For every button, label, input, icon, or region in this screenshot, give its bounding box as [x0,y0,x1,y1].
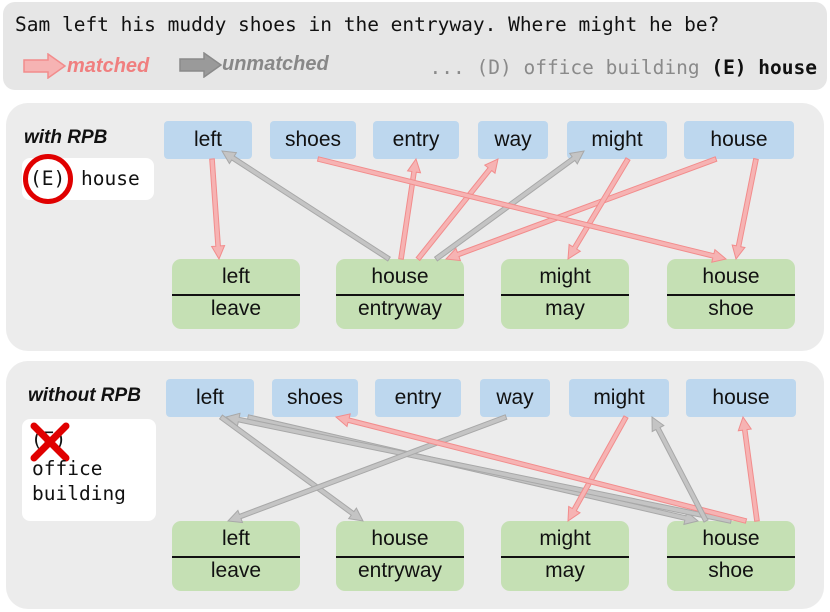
relation-divider [336,294,464,296]
prediction-answer-line1: office [32,457,103,480]
question-text: Sam left his muddy shoes in the entryway… [15,13,720,36]
prediction-answer-line2: building [32,482,126,505]
token-house: house [686,379,796,417]
panel-with-rpb: with RPB (E) house left shoes entry way … [6,103,824,351]
relation-bottom: may [545,559,585,582]
unmatched-link-arrow [218,414,364,522]
panel-title: with RPB [24,127,108,148]
unmatched-link-arrow [226,414,508,524]
answer-option-e: (E) house [711,56,817,79]
matched-link-arrow [209,158,226,261]
legend-unmatched-label: unmatched [222,53,329,75]
token-entry: entry [373,121,459,159]
relation-bottom: leave [210,297,262,320]
relation-top: house [702,527,760,550]
token-might: might [567,121,667,159]
relation-divider [667,294,795,296]
relation-divider [336,556,464,558]
unmatched-link-arrow [221,150,391,262]
relation-might-may: might may [501,521,629,591]
prediction-box: (E) house [22,154,154,204]
relation-bottom: entryway [357,559,443,582]
unmatched-link-arrow [246,414,700,526]
relation-house-shoe: house shoe [667,259,795,329]
relation-top: house [371,527,429,550]
relation-divider [172,556,300,558]
panel-without-rpb: without RPB (E) office building left sho… [6,361,824,609]
relation-bottom: shoe [708,559,754,582]
relation-top: left [221,265,250,288]
matched-legend-arrow-icon [23,53,67,79]
matched-link-arrow [398,157,422,260]
unmatched-link-arrow [651,416,709,523]
relation-left-leave: left leave [172,259,300,329]
token-left: left [164,121,252,159]
relation-divider [501,294,629,296]
token-left: left [166,379,254,417]
matched-link-arrow [316,156,728,263]
relation-bottom: leave [210,559,262,582]
relation-bottom: may [545,297,585,320]
wrong-cross-icon [30,422,70,462]
relation-top: might [539,265,591,288]
matched-link-arrow [567,415,629,522]
relation-house-entryway: house entryway [336,259,464,329]
relation-divider [172,294,300,296]
relation-top: house [371,265,429,288]
unmatched-legend-arrow-icon [179,52,223,78]
correct-circle-icon [23,154,73,204]
relation-top: might [539,527,591,550]
token-entry: entry [375,379,461,417]
relation-top: house [702,265,760,288]
relation-divider [667,556,795,558]
matched-link-arrow [567,157,631,260]
relation-might-may: might may [501,259,629,329]
token-shoes: shoes [272,379,358,417]
relation-divider [501,556,629,558]
token-shoes: shoes [270,121,356,159]
relation-bottom: shoe [708,297,754,320]
matched-link-arrow [334,413,748,524]
matched-link-arrow [737,415,760,522]
relation-left-leave: left leave [172,521,300,591]
matched-link-arrow [731,157,759,261]
relation-house-shoe: house shoe [667,521,795,591]
unmatched-link-arrow [433,150,585,262]
prediction-box: (E) office building [22,419,156,521]
answer-option-d: ... (D) office building [429,56,700,79]
relation-house-entryway: house entryway [336,521,464,591]
unmatched-link-arrow [224,412,733,524]
prediction-letter: (E) [30,167,66,190]
token-way: way [478,121,548,159]
relation-top: left [221,527,250,550]
relation-bottom: entryway [357,297,443,320]
matched-link-arrow [444,156,718,262]
panel-title: without RPB [28,385,141,406]
legend-matched-label: matched [67,55,150,77]
question-header: Sam left his muddy shoes in the entryway… [3,2,827,90]
token-way: way [480,379,550,417]
prediction-answer: house [81,167,140,190]
token-might: might [569,379,669,417]
token-house: house [684,121,794,159]
answer-choices: ... (D) office building (E) house [430,56,817,79]
matched-link-arrow [415,158,499,262]
